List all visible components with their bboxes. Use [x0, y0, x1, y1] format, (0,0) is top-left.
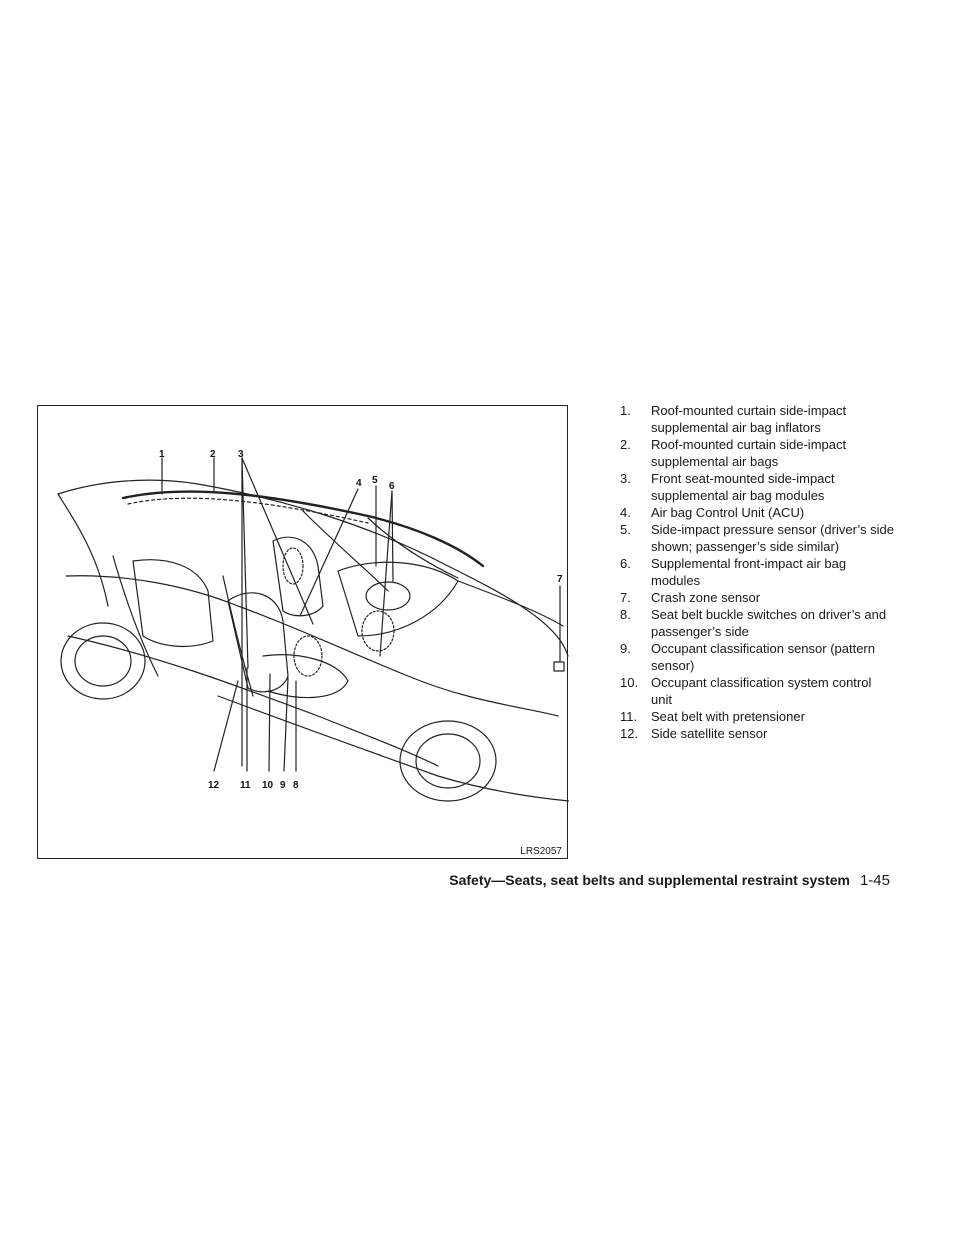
legend-text: Occupant classification sensor (pattern …: [651, 641, 875, 673]
legend-item: 11.Seat belt with pretensioner: [620, 709, 805, 724]
legend-item: 8.Seat belt buckle switches on driver’s …: [620, 607, 887, 639]
section-title: Safety—Seats, seat belts and supplementa…: [449, 872, 850, 888]
component-legend: 1.Roof-mounted curtain side-impact suppl…: [620, 402, 895, 742]
legend-item: 1.Roof-mounted curtain side-impact suppl…: [620, 403, 847, 435]
airbag-system-figure: 1 2 3 4 5 6 7 8 9 10 11 12 LRS2057: [37, 405, 569, 859]
legend-text: Roof-mounted curtain side-impact supplem…: [651, 403, 847, 435]
legend-item: 6.Supplemental front-impact air bag modu…: [620, 556, 847, 588]
callout-10: 10: [262, 780, 274, 791]
legend-text: Front seat-mounted side-impact supplemen…: [651, 471, 835, 503]
callout-11: 11: [240, 780, 251, 791]
legend-text: Seat belt buckle switches on driver’s an…: [651, 607, 887, 639]
legend-item: 5.Side-impact pressure sensor (driver’s …: [620, 522, 895, 554]
callout-6: 6: [389, 481, 395, 492]
legend-item: 10.Occupant classification system contro…: [620, 675, 872, 707]
callout-4: 4: [356, 478, 362, 489]
page-number: 1-45: [859, 872, 890, 889]
legend-text: Crash zone sensor: [651, 590, 761, 605]
legend-text: Air bag Control Unit (ACU): [651, 505, 805, 520]
legend-text: Seat belt with pretensioner: [651, 709, 805, 724]
legend-item: 4.Air bag Control Unit (ACU): [620, 505, 805, 520]
car-cutaway-illustration: 1 2 3 4 5 6 7 8 9 10 11 12: [57, 449, 569, 802]
callout-8: 8: [293, 780, 299, 791]
figure-code: LRS2057: [520, 846, 562, 857]
callout-1: 1: [159, 449, 165, 460]
callout-9: 9: [280, 780, 286, 791]
legend-text: Supplemental front-impact air bag module…: [651, 556, 847, 588]
legend-text: Side satellite sensor: [651, 726, 768, 741]
legend-item: 12.Side satellite sensor: [620, 726, 768, 741]
legend-text: Roof-mounted curtain side-impact supplem…: [651, 437, 847, 469]
callout-7: 7: [557, 574, 563, 585]
legend-item: 3.Front seat-mounted side-impact supplem…: [620, 471, 835, 503]
callout-12: 12: [208, 780, 220, 791]
legend-text: Occupant classification system control u…: [651, 675, 872, 707]
callout-5: 5: [372, 475, 378, 486]
legend-item: 9.Occupant classification sensor (patter…: [620, 641, 875, 673]
legend-item: 7.Crash zone sensor: [620, 590, 761, 605]
callout-3: 3: [238, 449, 244, 460]
legend-item: 2.Roof-mounted curtain side-impact suppl…: [620, 437, 847, 469]
callout-2: 2: [210, 449, 216, 460]
legend-text: Side-impact pressure sensor (driver’s si…: [651, 522, 895, 554]
page-footer: Safety—Seats, seat belts and supplementa…: [449, 872, 890, 889]
